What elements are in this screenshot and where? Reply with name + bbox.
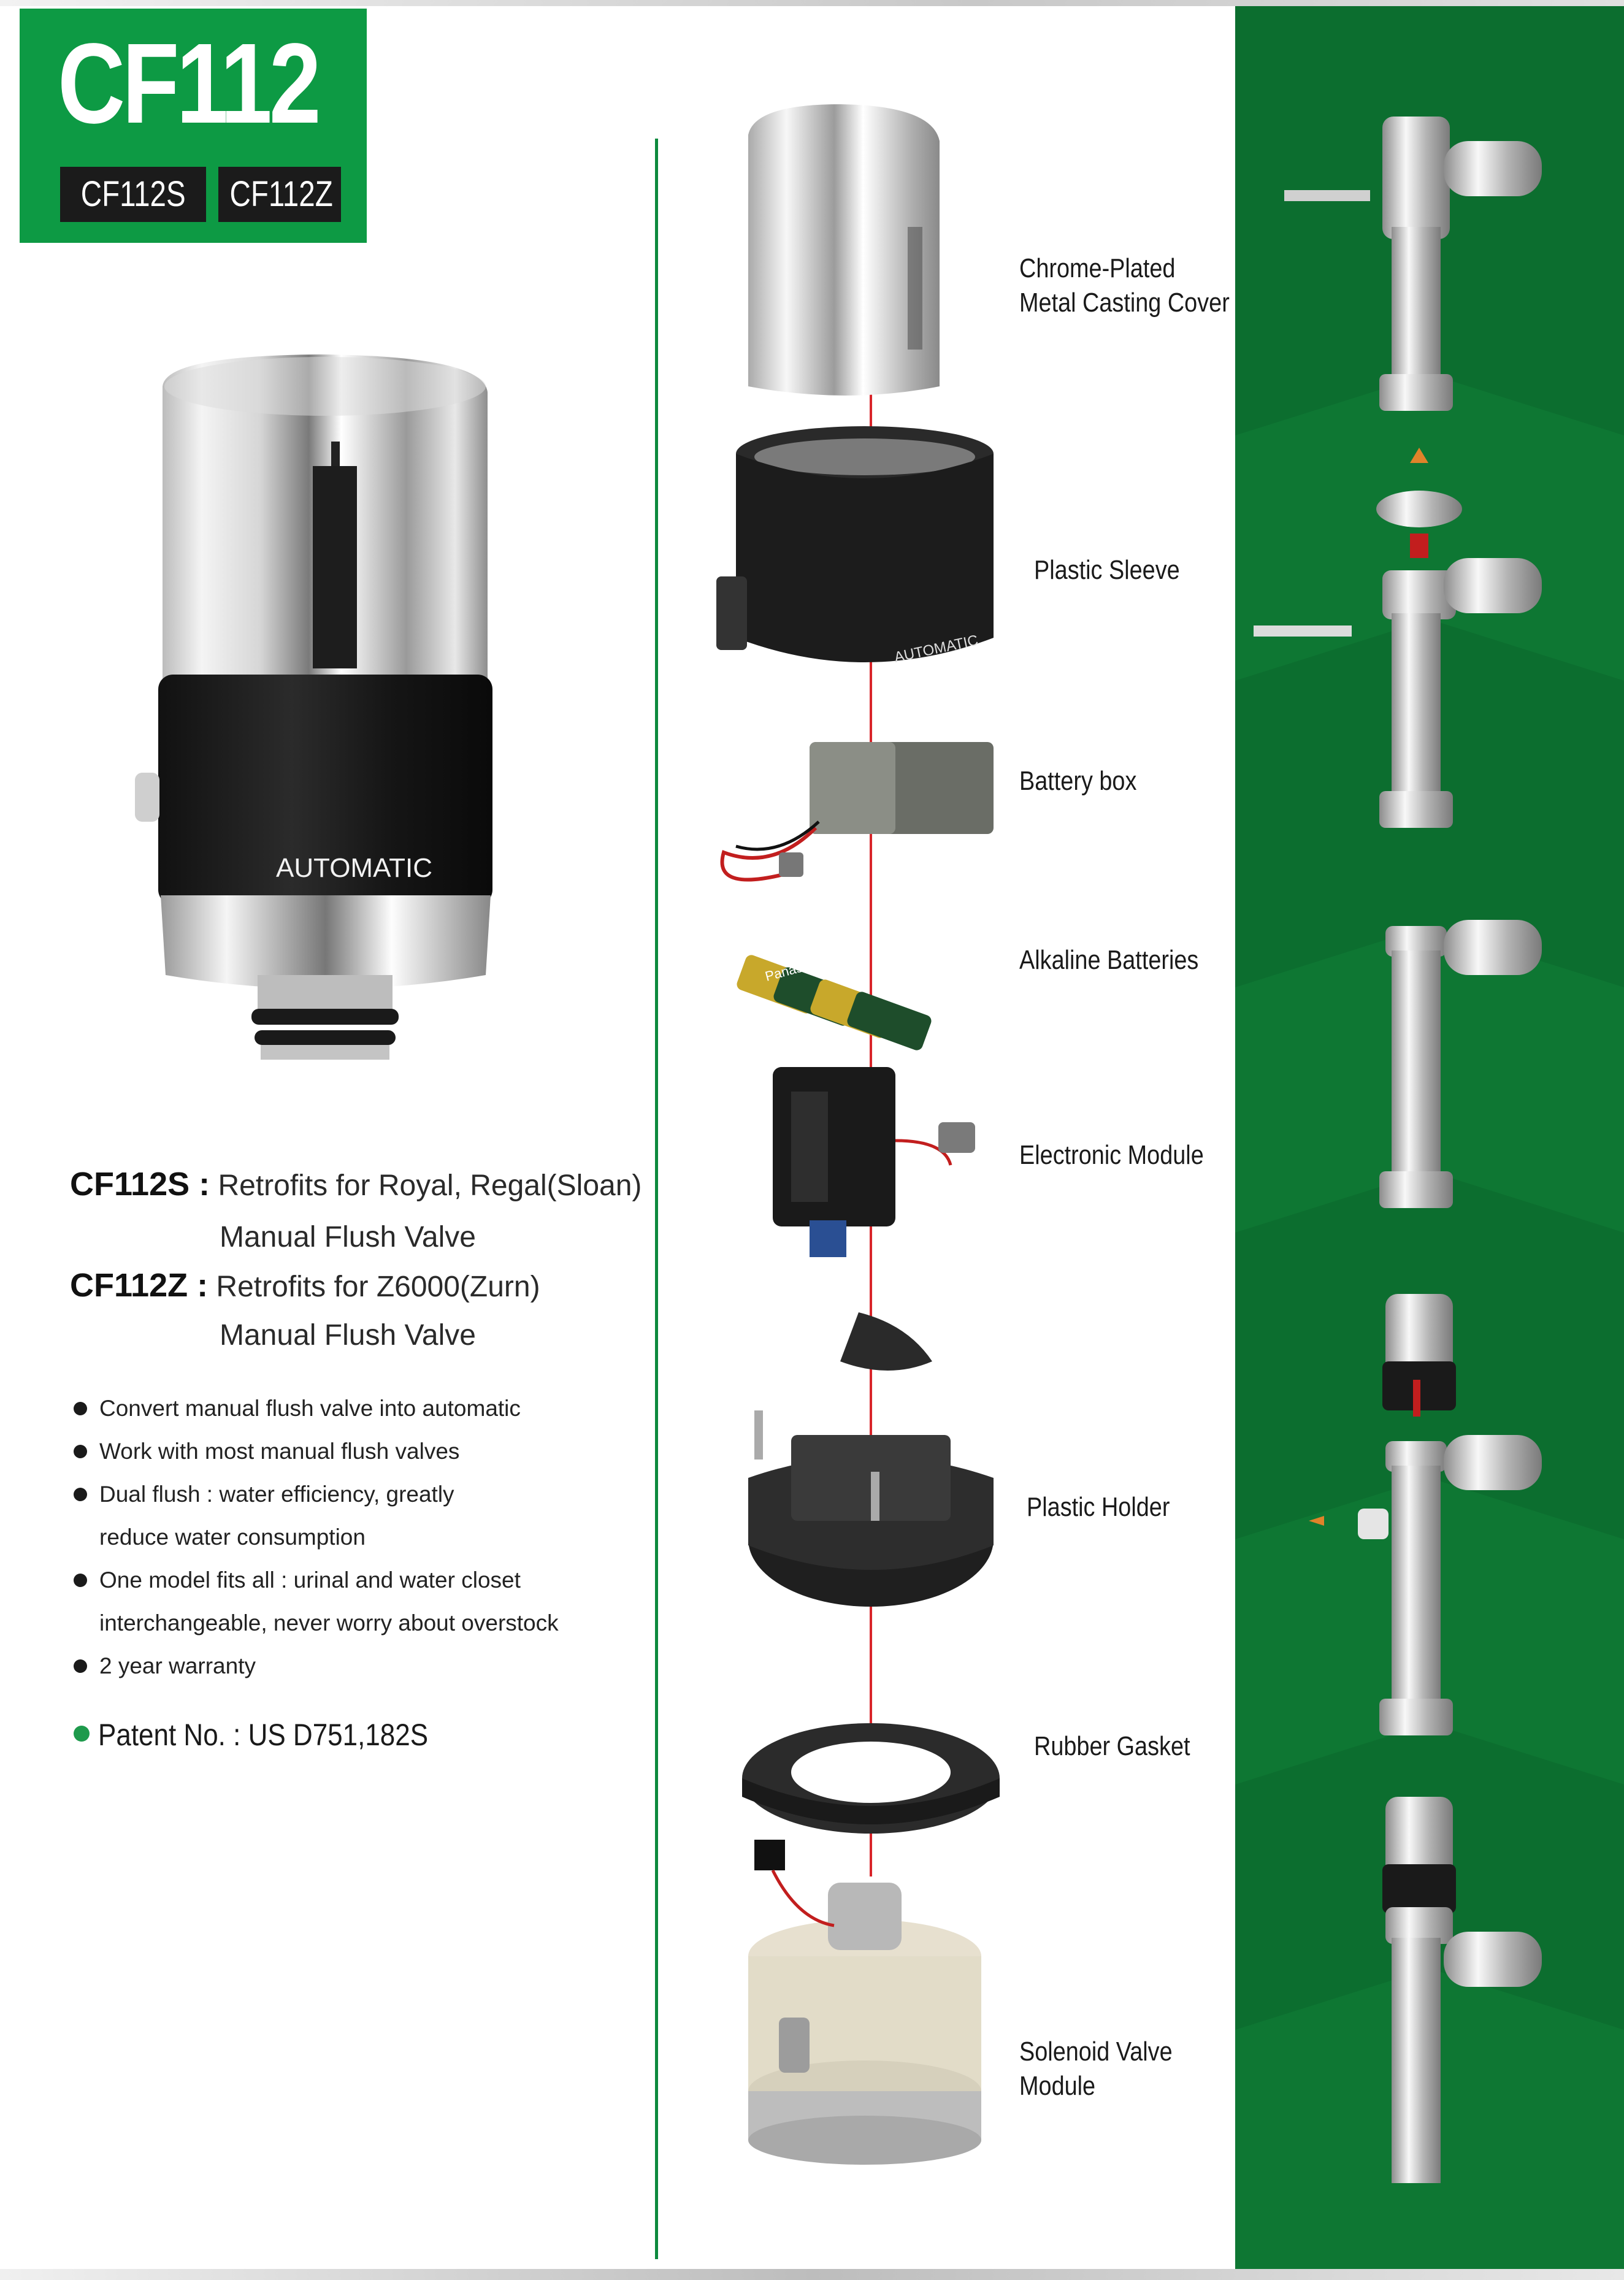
feature-text: Dual flush : water efficiency, greatly	[99, 1482, 454, 1507]
chrome-ring	[161, 895, 491, 989]
list-item: One model fits all : urinal and water cl…	[74, 1559, 626, 1645]
bullet-icon	[74, 1402, 87, 1415]
variant-label: CF112Z	[229, 174, 333, 214]
model-title: CF112	[58, 20, 321, 147]
feature-text: Convert manual flush valve into automati…	[99, 1396, 521, 1421]
variant-badge-s: CF112S	[60, 167, 206, 222]
black-sleeve	[158, 675, 492, 905]
cap-slot	[313, 466, 357, 668]
part-label-rubber-gasket: Rubber Gasket	[1034, 1729, 1190, 1764]
bullet-icon	[74, 1445, 87, 1458]
feature-list: Convert manual flush valve into automati…	[74, 1387, 626, 1688]
override-button	[135, 773, 159, 822]
bottom-border	[0, 2269, 1624, 2280]
product-label: AUTOMATIC	[276, 853, 432, 883]
part-label-line: Chrome-Plated	[1019, 253, 1176, 283]
model-z-subline: Manual Flush Valve	[220, 1319, 476, 1352]
part-label-batteries: Alkaline Batteries	[1019, 943, 1198, 977]
patent-text: Patent No. : US D751,182S	[98, 1718, 429, 1752]
model-code: CF112S :	[70, 1166, 210, 1203]
variant-label: CF112S	[80, 174, 186, 214]
electronic-module-part	[773, 1067, 975, 1257]
installation-steps-illustration	[1235, 117, 1624, 2269]
sleeve-part: AUTOMATIC	[716, 426, 994, 666]
part-label-sleeve: Plastic Sleeve	[1034, 553, 1180, 587]
step-3-bare-valve	[1379, 920, 1542, 1208]
variant-badge-z: CF112Z	[218, 167, 341, 222]
exploded-parts: AUTOMATIC Panasonic	[716, 104, 1000, 2165]
top-border	[0, 0, 1624, 6]
model-z-line: CF112Z : Retrofits for Z6000(Zurn)	[70, 1266, 540, 1304]
step-4-install-module	[1309, 1294, 1542, 1735]
model-header: CF112 CF112S CF112Z	[20, 9, 367, 243]
list-item: Convert manual flush valve into automati…	[74, 1387, 626, 1430]
part-label-line: Solenoid Valve	[1019, 2037, 1173, 2067]
step-5-completed-valve	[1382, 1797, 1542, 2183]
installation-steps-panel	[1235, 6, 1624, 2269]
model-description: Retrofits for Z6000(Zurn)	[216, 1271, 540, 1303]
part-label-line: Plastic Holder	[1027, 1492, 1170, 1522]
cover-part	[748, 104, 940, 396]
product-image: AUTOMATIC	[135, 354, 492, 1060]
part-label-battery-box: Battery box	[1019, 764, 1136, 798]
part-label-line: Electronic Module	[1019, 1140, 1204, 1170]
part-label-line: Rubber Gasket	[1034, 1731, 1190, 1761]
part-label-plastic-holder: Plastic Holder	[1027, 1490, 1170, 1524]
part-label-line: Alkaline Batteries	[1019, 945, 1199, 975]
list-item: Work with most manual flush valves	[74, 1430, 626, 1473]
feature-text: Work with most manual flush valves	[99, 1439, 460, 1464]
plastic-holder-part	[748, 1312, 994, 1607]
bullet-icon	[74, 1574, 87, 1587]
bullet-icon	[74, 1659, 87, 1673]
vertical-divider	[655, 139, 658, 2259]
step-1-manual-valve	[1284, 117, 1542, 411]
model-s-line: CF112S : Retrofits for Royal, Regal(Sloa…	[70, 1165, 642, 1203]
list-item: Dual flush : water efficiency, greatly re…	[74, 1473, 626, 1559]
step-2-remove-handle	[1254, 448, 1542, 828]
feature-text-continued: interchangeable, never worry about overs…	[99, 1610, 559, 1635]
patent-number: Patent No. : US D751,182S	[74, 1717, 473, 1753]
part-label-line: Metal Casting Cover	[1019, 288, 1230, 318]
model-description: Retrofits for Royal, Regal(Sloan)	[218, 1169, 642, 1202]
model-s-subline: Manual Flush Valve	[220, 1221, 476, 1253]
feature-text: One model fits all : urinal and water cl…	[99, 1567, 521, 1593]
feature-text: 2 year warranty	[99, 1653, 256, 1678]
solenoid-module-part	[748, 1840, 981, 2165]
green-bullet-icon	[74, 1726, 90, 1742]
part-label-line: Battery box	[1019, 766, 1137, 796]
rubber-gasket-part	[742, 1723, 1000, 1834]
bullet-icon	[74, 1488, 87, 1501]
feature-text-continued: reduce water consumption	[99, 1524, 366, 1550]
list-item: 2 year warranty	[74, 1645, 626, 1688]
part-label-electronic-module: Electronic Module	[1019, 1138, 1204, 1173]
part-label-line: Plastic Sleeve	[1034, 555, 1180, 585]
part-label-line: Module	[1019, 2071, 1096, 2101]
batteries-part: Panasonic	[737, 953, 932, 1050]
model-code: CF112Z :	[70, 1267, 209, 1304]
battery-box-part	[720, 742, 994, 882]
